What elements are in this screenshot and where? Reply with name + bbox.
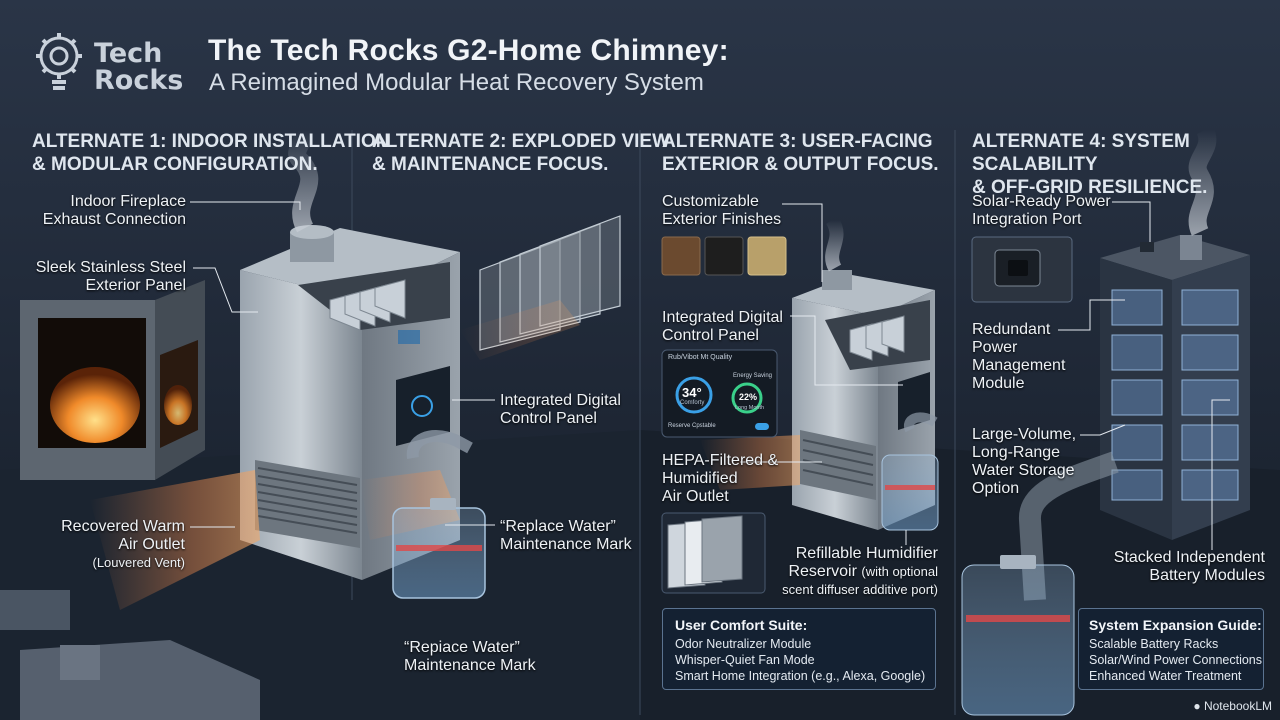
label-control-panel-2: Integrated Digital Control Panel (500, 392, 621, 427)
control-panel-temp: 34° (682, 385, 702, 400)
control-panel-toggle-label: Reserve Cpstable (668, 423, 716, 429)
lightbulb-gear-icon (36, 33, 82, 90)
section-heading-4: ALTERNATE 4: SYSTEM SCALABILITY & OFF-GR… (972, 131, 1208, 198)
control-panel-energy-label: Long Month (735, 405, 765, 411)
label-humidifier-reservoir: Refillable Humidifier Reservoir (with op… (782, 545, 938, 597)
label-hepa-outlet: HEPA-Filtered & Humidified Air Outlet (662, 452, 779, 505)
system-expansion-guide-box: System Expansion Guide: Scalable Battery… (1078, 608, 1264, 690)
label-exterior-finishes: Customizable Exterior Finishes (662, 193, 782, 228)
section-heading-2: ALTERNATE 2: EXPLODED VIEW & MAINTENANCE… (372, 131, 671, 175)
brand-watermark: ● NotebookLM (1193, 699, 1272, 713)
label-solar-port: Solar-Ready Power Integration Port (972, 193, 1111, 228)
label-fireplace-exhaust: Indoor Fireplace Exhaust Connection (42, 193, 186, 228)
section-heading-3: ALTERNATE 3: USER-FACING EXTERIOR & OUTP… (662, 131, 939, 175)
label-water-storage: Large-Volume, Long-Range Water Storage O… (972, 426, 1077, 497)
label-redundant-power: Redundant Power Management Module (972, 321, 1066, 392)
label-replace-water-a: “Replace Water” Maintenance Mark (500, 518, 632, 553)
label-stainless-panel: Sleek Stainless Steel Exterior Panel (35, 259, 186, 294)
label-replace-water-b: “Repiace Water” Maintenance Mark (404, 639, 536, 674)
logo-text-line1: Tech (94, 38, 163, 69)
control-panel-heading: Rub/Vibot Mt Quality (668, 354, 733, 361)
page-title: The Tech Rocks G2-Home Chimney: (208, 34, 729, 67)
logo-text-line2: Rocks (94, 65, 184, 96)
page-subtitle: A Reimagined Modular Heat Recovery Syste… (209, 69, 704, 96)
label-control-panel-3: Integrated Digital Control Panel (662, 309, 783, 344)
label-warm-air-outlet: Recovered Warm Air Outlet (Louvered Vent… (61, 518, 185, 570)
section-heading-1: ALTERNATE 1: INDOOR INSTALLATION & MODUL… (32, 131, 390, 175)
user-comfort-suite-box: User Comfort Suite: Odor Neutralizer Mod… (662, 608, 936, 690)
control-panel-temp-label: Comforty (680, 400, 705, 406)
control-panel-energy-value: 22% (739, 392, 758, 402)
label-battery-modules: Stacked Independent Battery Modules (1113, 549, 1265, 584)
control-panel-energy-title: Energy Saving (733, 373, 773, 379)
